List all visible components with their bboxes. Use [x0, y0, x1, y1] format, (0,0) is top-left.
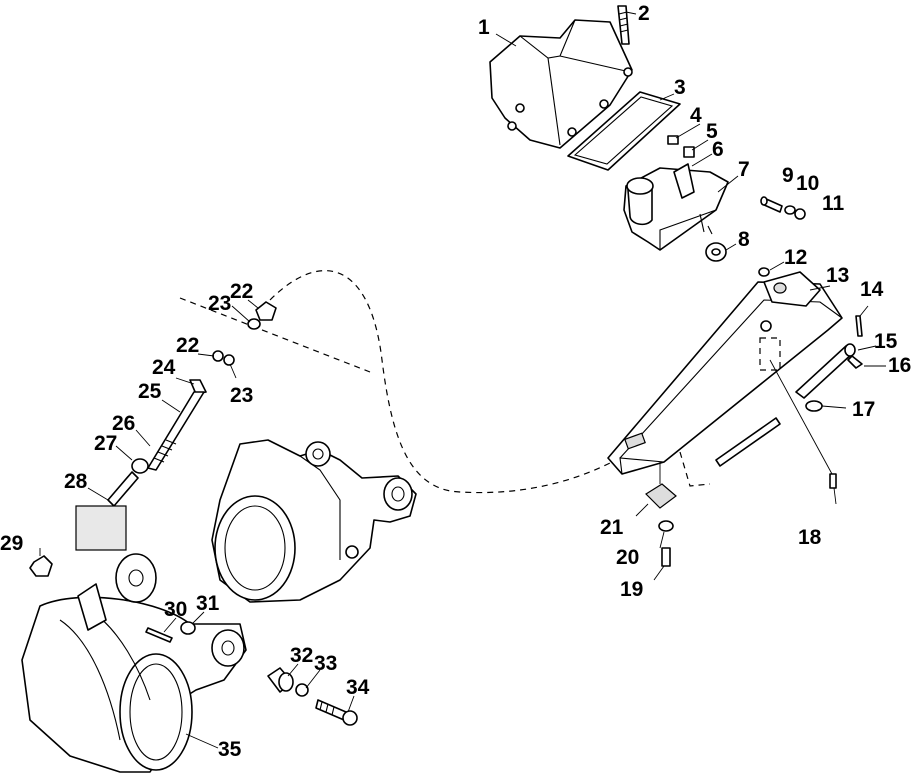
callout-4: 4: [690, 104, 702, 127]
callout-labels: 1 2 3 4 5 6 7 8 9 10 11 12 13 14 15 16 1…: [0, 2, 911, 761]
pivot-pin: [795, 343, 863, 399]
part-4: [667, 135, 679, 145]
leader-lines: [39, 11, 886, 749]
upper-carb-flange: [211, 439, 417, 603]
washer-12: [758, 267, 770, 277]
nut-22-lower: [212, 350, 224, 362]
bolt-34: [315, 699, 358, 726]
callout-18: 18: [798, 526, 822, 549]
callout-11: 11: [822, 192, 845, 215]
nut-27: [131, 458, 149, 474]
screw-9: [760, 196, 783, 213]
nut-11: [794, 208, 806, 220]
callout-19: 19: [620, 578, 643, 601]
callout-2: 2: [638, 2, 650, 25]
callout-10: 10: [796, 172, 819, 195]
callout-23-lower: 23: [230, 384, 253, 407]
nut-22-upper: [255, 301, 277, 321]
clip-14: [855, 315, 863, 337]
cable-adjuster: [147, 379, 207, 471]
throttle-cover: [489, 19, 633, 149]
callout-30: 30: [164, 598, 187, 621]
callout-21: 21: [600, 516, 624, 539]
nut-29: [29, 555, 53, 577]
callout-7: 7: [738, 158, 750, 181]
callout-6: 6: [712, 138, 724, 161]
callout-22-lower: 22: [176, 334, 199, 357]
cable-guide-line: [179, 297, 371, 373]
washer-20: [658, 520, 674, 532]
callout-5: 5: [706, 120, 718, 143]
bracket-bolt: [715, 417, 781, 467]
callout-12: 12: [784, 246, 807, 269]
callout-31: 31: [196, 592, 220, 615]
control-bracket: [607, 271, 843, 487]
pad-21: [645, 483, 677, 509]
screw-30: [145, 627, 173, 643]
callout-13: 13: [826, 264, 849, 287]
callout-27: 27: [94, 432, 117, 455]
callout-34: 34: [346, 676, 370, 699]
washer-33: [295, 683, 309, 697]
callout-32: 32: [290, 644, 313, 667]
screw-19: [661, 547, 671, 567]
washer-23-upper: [247, 318, 261, 330]
callout-24: 24: [152, 356, 176, 379]
callout-23-upper: 23: [208, 292, 231, 315]
callout-28: 28: [64, 470, 88, 493]
washer-31: [180, 621, 196, 635]
callout-20: 20: [616, 546, 639, 569]
washer-10: [784, 205, 796, 215]
bushing-32: [267, 667, 294, 693]
callout-16: 16: [888, 354, 911, 377]
callout-29: 29: [0, 532, 23, 555]
screw-18: [829, 473, 837, 489]
callout-25: 25: [138, 380, 162, 403]
callout-8: 8: [738, 228, 750, 251]
washer-8: [705, 242, 727, 262]
callout-35: 35: [218, 738, 242, 761]
cover-screw: [617, 5, 630, 45]
callout-3: 3: [674, 76, 686, 99]
lower-carb-flange: [21, 553, 247, 773]
throttle-housing: [623, 163, 729, 251]
callout-33: 33: [314, 652, 337, 675]
callout-1: 1: [478, 16, 490, 39]
callout-17: 17: [852, 398, 875, 421]
callout-15: 15: [874, 330, 898, 353]
gasket: [567, 91, 681, 171]
callout-9: 9: [782, 164, 794, 187]
rod-end: [75, 471, 139, 551]
callout-14: 14: [860, 278, 884, 301]
callout-26: 26: [112, 412, 135, 435]
callout-22-upper: 22: [230, 280, 253, 303]
washer-17: [805, 400, 823, 412]
washer-23-lower: [223, 354, 235, 366]
throttle-cable: [269, 270, 613, 494]
part-5: [683, 146, 695, 158]
